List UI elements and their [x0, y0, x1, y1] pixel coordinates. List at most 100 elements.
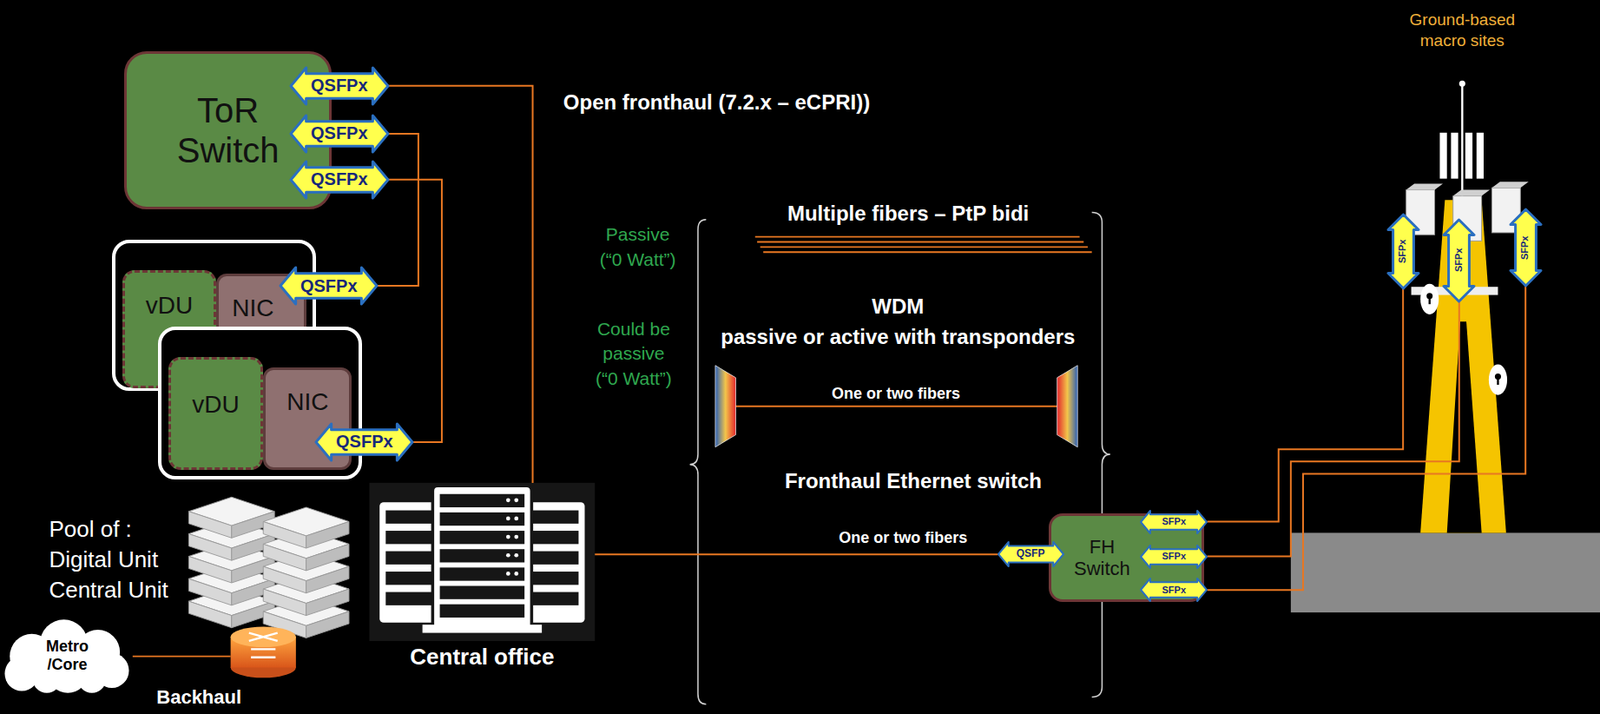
tower-part: [1406, 184, 1443, 191]
central-office-icon-part: [506, 516, 511, 521]
port-label: QSFPx: [335, 431, 394, 452]
server-pool: [188, 496, 349, 638]
wdm-mux-part: [715, 365, 737, 448]
label-wrap: One or two fibers: [829, 384, 963, 404]
sfp-port: SFPx: [1443, 219, 1475, 302]
wdm-mux: [715, 365, 1078, 448]
tower-part: [1465, 132, 1473, 179]
arrow-outline: [1388, 214, 1419, 289]
sfp-port: SFPx: [1140, 578, 1207, 601]
port-label: SFPx: [1162, 515, 1187, 527]
central-office-icon-part: [432, 485, 532, 631]
central-office-icon-part: [513, 516, 519, 521]
cloud-label: Metro /Core: [37, 637, 99, 673]
fiber-link: [388, 85, 534, 483]
port-label: SFPx: [1453, 248, 1465, 273]
fiber-link: [594, 553, 998, 555]
qsfp-port: QSFPx: [316, 423, 413, 461]
vdu-label: vDU: [191, 390, 239, 419]
central-office-icon: [368, 482, 595, 641]
port-label: QSFPx: [310, 169, 369, 190]
arrow-outline: [280, 267, 377, 304]
sfp-port: SFPx: [1140, 510, 1207, 534]
diagram-label: Fronthaul Ethernet switch: [784, 467, 1042, 494]
bracket-part: [690, 219, 707, 705]
central-office-icon-part: [440, 586, 526, 600]
central-office-icon-part: [440, 493, 526, 507]
qsfp-port: QSFPx: [290, 67, 389, 105]
port-label: QSFPx: [300, 276, 358, 297]
edge-label-wrap: One or two fibers: [836, 528, 970, 547]
tower-part: [1461, 83, 1463, 205]
port-label: SFPx: [1520, 235, 1532, 260]
fiber-link: [1206, 287, 1403, 521]
router-icon-part: [249, 632, 278, 641]
metro-core-cloud: Metro /Core: [1, 617, 132, 694]
diagram-label: One or two fibers: [829, 384, 963, 404]
central-office-icon-part: [440, 566, 526, 580]
bracket: [690, 211, 1111, 704]
fiber-link: [388, 179, 442, 442]
fiber-bundle-part: [760, 245, 1088, 248]
diagram-label: Pool of : Digital Unit Central Unit: [48, 514, 188, 606]
tower-part: [1488, 364, 1508, 396]
tower: [1406, 80, 1529, 534]
label-wrap: Multiple fibers – PtP bidi: [787, 200, 1029, 226]
central-office: Central office: [368, 482, 595, 672]
tor-switch: ToR SwitchQSFPxQSFPxQSFPx: [124, 51, 332, 210]
port-label: SFPx: [1162, 550, 1187, 562]
label-wrap: Could be passive (“0 Watt”): [592, 316, 676, 391]
label-wrap: Passive (“0 Watt”): [596, 222, 680, 272]
port-label: QSFPx: [310, 75, 369, 96]
sfp-port: SFPx: [1140, 545, 1207, 568]
fiber-bundle: [755, 237, 1093, 253]
port-label: SFPx: [1397, 238, 1410, 264]
cloud-outline: [5, 656, 40, 692]
router-icon-part: [250, 648, 276, 657]
diagram-label: Open fronthaul (7.2.x – eCPRI)): [563, 89, 870, 115]
central-office-icon-part: [506, 553, 511, 558]
diagram-label: Could be passive (“0 Watt”): [592, 316, 676, 391]
port-label: QSFPx: [310, 123, 369, 144]
arrow-outline: [1140, 510, 1207, 534]
diagram-label: Ground-based macro sites: [1401, 10, 1523, 53]
office-label: Central office: [409, 644, 554, 671]
router-icon: [230, 626, 297, 679]
label-wrap: Backhaul: [156, 685, 242, 709]
fiber-bundle-part: [755, 236, 1080, 238]
tower-part: [1420, 199, 1507, 533]
switch-label: FH Switch: [1069, 535, 1135, 580]
tower-part: [1491, 181, 1528, 188]
central-office-icon-part: [513, 571, 519, 576]
router-icon-part: [230, 626, 297, 648]
bracket-part: [1092, 211, 1111, 697]
qsfp-port: QSFPx: [280, 267, 377, 304]
arrow-outline: [290, 115, 389, 152]
port-label: SFPx: [1162, 584, 1187, 596]
tower-part: [1459, 80, 1466, 87]
central-office-icon-part: [506, 497, 511, 502]
label-wrap: passive or active with transponders: [720, 323, 1075, 349]
label-wrap: WDM: [871, 293, 924, 319]
fiber-link: [1206, 285, 1526, 590]
tower-part: [1453, 190, 1490, 197]
central-office-icon-part: [440, 604, 526, 618]
arrow-outline: [290, 67, 389, 105]
port-label: QSFP: [1016, 547, 1046, 560]
arrow-outline: [316, 423, 413, 461]
cloud-shape: [1, 617, 132, 694]
tower-part: [1450, 132, 1458, 179]
qsfp-port: QSFPx: [290, 115, 389, 152]
tower-part: [1496, 376, 1499, 385]
tower-part: [1476, 132, 1484, 179]
nic-label: NIC: [231, 294, 274, 323]
arrow-outline: [998, 541, 1064, 567]
central-office-icon-part: [513, 553, 519, 558]
wdm-mux-part: [1057, 365, 1079, 448]
fh-switch: FH SwitchQSFPSFPxSFPxSFPx: [1048, 513, 1205, 602]
fiber-bundle-part: [763, 250, 1092, 253]
nic-label: NIC: [286, 388, 329, 416]
diagram-label: passive or active with transponders: [720, 323, 1075, 349]
server-pool-part: [263, 506, 349, 548]
server-pool-part: [188, 496, 275, 538]
